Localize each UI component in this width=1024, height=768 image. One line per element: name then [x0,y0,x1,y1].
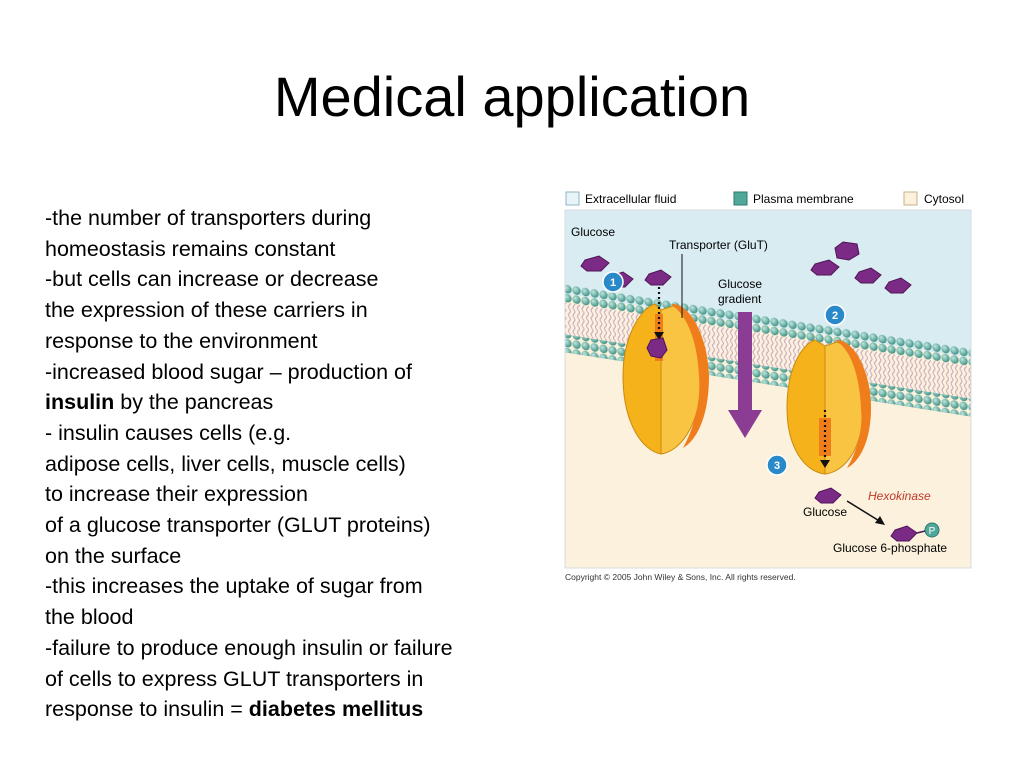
glucose-icon [884,277,912,294]
copyright-notice: Copyright © 2005 John Wiley & Sons, Inc.… [565,572,796,582]
svg-text:1: 1 [610,277,616,289]
legend-swatch-cytosol [903,191,918,206]
glucose-gradient-arrow [728,312,762,438]
slide-title: Medical application [273,65,751,128]
text-line: - insulin causes cells (e.g. [45,420,292,445]
legend-membrane: Plasma membrane [753,192,854,206]
text-line: homeostasis remains constant [45,236,336,261]
phosphate-label: P [929,526,936,537]
reaction-arrow [846,500,882,523]
glucose-label-bottom: Glucose [803,505,847,519]
insulin-term: insulin [45,390,115,415]
text-line: -but cells can increase or decrease [45,267,379,292]
hexokinase-label: Hexokinase [868,489,931,503]
text-line: -failure to produce enough insulin or fa… [45,635,453,660]
glucose-icon [814,487,842,504]
glut-transporter-2 [786,339,871,475]
text-line: of cells to express GLUT transporters in [45,666,424,691]
glucose-icon [854,267,882,284]
text-line: -the number of transporters during [45,206,372,230]
transporter-label: Transporter (GluT) [669,238,768,252]
glucose-icon [646,337,668,359]
svg-text:2: 2 [832,310,838,322]
text-line: -this increases the uptake of sugar from [45,574,423,599]
legend-swatch-extracellular [565,191,580,206]
text-line-insulin: insulin by the pancreas [45,387,550,418]
phosphate-icon [924,522,940,538]
text-line: -increased blood sugar – production of [45,359,412,384]
body-text: -the number of transporters during homeo… [45,203,550,725]
step-badge-3: 3 [766,454,788,476]
diabetes-term: diabetes mellitus [248,697,424,722]
legend-extracellular: Extracellular fluid [585,192,676,206]
text-line: the expression of these carriers in [45,298,368,323]
glucose-icon [644,269,672,286]
glucose-icon [810,259,840,276]
text-line-diabetes: response to insulin = diabetes mellitus [45,694,550,725]
glucose-icon [834,241,860,261]
text-line: of a glucose transporter (GLUT proteins) [45,513,431,538]
legend-cytosol: Cytosol [924,192,964,206]
step-badge-1: 1 [602,271,624,293]
glucose-label-top: Glucose [571,225,615,239]
glucose-icon [890,525,918,542]
legend: Extracellular fluid Plasma membrane Cyto… [565,191,964,206]
glut-transport-figure: Extracellular fluid Plasma membrane Cyto… [563,186,973,586]
glut-transporter-1 [622,303,709,455]
step-badge-2: 2 [824,304,846,326]
glucose-6-phosphate-label: Glucose 6-phosphate [833,541,947,555]
text-fragment: by the pancreas [114,390,274,415]
text-line: response to the environment [45,328,318,353]
glucose-molecules [580,241,918,542]
text-line: to increase their expression [45,482,308,507]
glucose-icon [580,255,610,272]
text-line: the blood [45,605,134,630]
cell-panel [565,210,971,568]
text-line: on the surface [45,543,182,568]
extracellular-region [565,210,971,358]
text-line: adipose cells, liver cells, muscle cells… [45,451,406,476]
gradient-label-line1: Glucose [718,277,762,291]
svg-text:3: 3 [774,460,780,472]
text-fragment: response to insulin = [45,697,249,722]
legend-swatch-membrane [733,191,748,206]
gradient-label-line2: gradient [718,292,762,306]
glut-diagram: Extracellular fluid Plasma membrane Cyto… [564,191,972,582]
